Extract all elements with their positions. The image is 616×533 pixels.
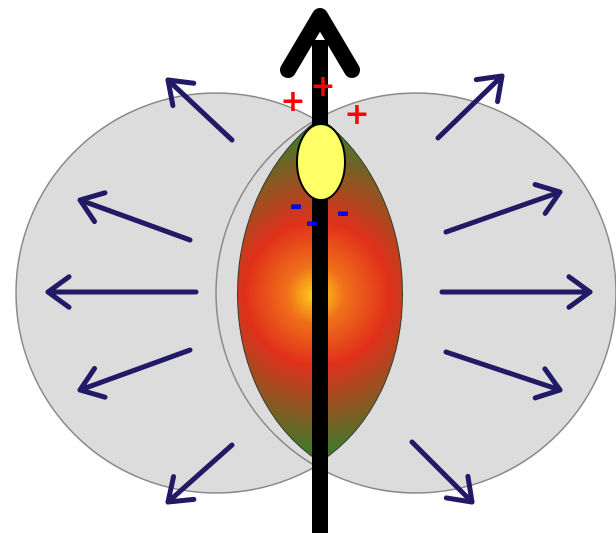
positive-charge-left: + <box>280 84 305 119</box>
negative-charge-left: - <box>289 186 302 224</box>
axis-shaft <box>312 40 328 533</box>
yellow-ellipse <box>297 124 345 200</box>
negative-charge-bottom: - <box>305 203 318 241</box>
negative-charge-right: - <box>336 193 349 231</box>
positive-charge-right: + <box>344 97 369 132</box>
positive-charge-top: + <box>310 69 335 104</box>
